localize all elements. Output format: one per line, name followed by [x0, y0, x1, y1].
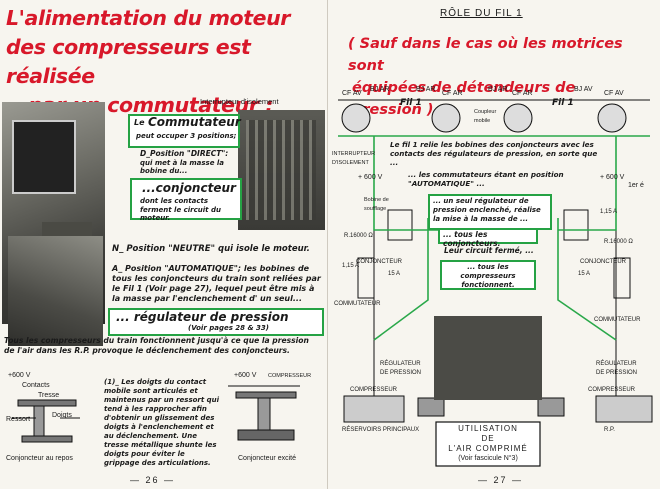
- r16000-left: R.16000 Ω: [344, 233, 373, 239]
- fig-left-600v: +600 V: [8, 372, 31, 379]
- fig-left-contacts: Contacts: [22, 382, 50, 389]
- desc-conjoncteurs: ... tous les conjoncteurs.: [443, 230, 501, 248]
- direct-text: qui met à la masse la bobine du...: [140, 158, 225, 176]
- first-label: 1er é: [628, 182, 644, 189]
- usage-line-3: L'AIR COMPRIMÉ: [448, 444, 528, 453]
- bobine-label: Bobine de soufflage: [364, 197, 389, 212]
- right-page-subtitle: ( Sauf dans le cas où les motrices sont …: [348, 33, 648, 121]
- connector-4: CF AR: [442, 90, 463, 97]
- connector-7: BJ AV: [574, 86, 593, 93]
- fig-right-600v: +600 V: [234, 372, 257, 379]
- note-compresseurs: Tous les compresseurs du train fonctionn…: [4, 336, 309, 355]
- regulateur-ref: (Voir pages 28 & 33): [188, 324, 269, 332]
- interrupteur-photo: [238, 110, 325, 230]
- desc-circuit: Leur circuit fermé, ...: [444, 246, 534, 255]
- compressor-photo: [434, 316, 542, 400]
- connector-3: BJ AR: [416, 86, 436, 93]
- conjoncteur-left: CONJONCTEUR: [356, 259, 402, 265]
- commutateur-text: peut occuper 3 positions;: [136, 132, 237, 140]
- coupleur-label: Coupleur mobile: [474, 109, 497, 124]
- rp-label: R.P.: [604, 427, 615, 433]
- usage-text: UTILISATION DE L'AIR COMPRIMÉ (Voir fasc…: [436, 424, 540, 464]
- direct-label: D_Position "DIRECT":: [140, 149, 229, 158]
- conjoncteur-right: CONJONCTEUR: [580, 259, 626, 265]
- connector-6: CF AR: [512, 90, 533, 97]
- fig-right-caption: Conjoncteur excité: [238, 455, 296, 462]
- desc-regulateur: ... un seul régulateur de pression encle…: [433, 197, 541, 223]
- relay-photo: [8, 236, 103, 346]
- connector-8: CF AV: [604, 90, 624, 97]
- right-page-heading: RÔLE DU FIL 1: [440, 8, 523, 19]
- commutateur-heading: Commutateur: [148, 115, 241, 129]
- desc-compresseurs: ... tous les compresseurs fonctionnent.: [460, 263, 516, 289]
- interrupteur-label: INTERRUPTEUR D'ISOLEMENT: [332, 151, 376, 166]
- fuse-left: 15 A: [388, 271, 401, 277]
- conjoncteur-box: ...conjoncteur dont les contacts ferment…: [130, 178, 242, 222]
- r115-left: 1,15 A: [342, 263, 360, 269]
- r16000-right: R.16000 Ω: [604, 239, 633, 245]
- conjoncteur-text: dont les contacts ferment le circuit du …: [140, 197, 221, 222]
- desc-conjoncteurs-box: ... tous les conjoncteurs.: [438, 228, 538, 248]
- subtitle-line-2: équipées de détendeurs de pression ).: [352, 80, 576, 118]
- conjoncteur-heading: ...conjoncteur: [142, 181, 236, 195]
- conjoncteur-repos-figure: [12, 399, 80, 443]
- fil1-schematic: [338, 99, 653, 467]
- connector-1: CF AV: [342, 90, 362, 97]
- fil1-left-label: Fil 1: [400, 98, 422, 108]
- reservoirs-label: RÉSERVOIRS PRINCIPAUX: [342, 427, 420, 433]
- usage-line-4: (Voir fascicule N°3): [458, 455, 518, 462]
- desc-fil1: Le fil 1 relie les bobines des conjoncte…: [390, 140, 598, 167]
- usage-line-2: DE: [481, 434, 495, 443]
- left-page: L'alimentation du moteur des compresseur…: [0, 0, 328, 489]
- commutateur-left: COMMUTATEUR: [334, 301, 381, 307]
- v600-left: + 600 V: [358, 174, 383, 181]
- commutateur-prefix: Le: [134, 118, 145, 127]
- right-page-number: — 27 —: [478, 475, 524, 485]
- left-page-number: — 26 —: [130, 475, 176, 485]
- compresseur-left: COMPRESSEUR: [350, 387, 398, 393]
- title-line-2: des compresseurs est réalisée: [6, 35, 251, 88]
- compresseur-right: COMPRESSEUR: [588, 387, 636, 393]
- position-neutre: N_ Position "NEUTRE" qui isole le moteur…: [112, 244, 310, 254]
- desc-commutateurs: ... les commutateurs étant en position "…: [408, 170, 564, 188]
- footnote-doigts: (1)_ Les doigts du contact mobile sont a…: [104, 378, 220, 467]
- connector-5: BJ AR: [488, 86, 508, 93]
- fuse-right-2: 15 A: [578, 271, 591, 277]
- fig-right-compresseur: COMPRESSEUR: [268, 373, 312, 379]
- left-figures: [12, 385, 300, 443]
- fig-left-ressort: Ressort: [6, 416, 31, 423]
- connector-2: BJ AR: [370, 86, 390, 93]
- usage-line-1: UTILISATION: [458, 424, 518, 433]
- desc-regulateur-box: ... un seul régulateur de pression encle…: [428, 194, 552, 230]
- subtitle-line-1: ( Sauf dans le cas où les motrices sont: [348, 36, 623, 74]
- fil1-right-label: Fil 1: [552, 98, 574, 108]
- position-direct: D_Position "DIRECT": qui met à la masse …: [140, 149, 236, 176]
- desc-compresseurs-box: ... tous les compresseurs fonctionnent.: [440, 260, 536, 290]
- regulateur-box: ... régulateur de pression (Voir pages 2…: [108, 308, 324, 336]
- regulateur-left: RÉGULATEUR DE PRESSION: [380, 361, 422, 376]
- position-automatique: A_ Position "AUTOMATIQUE"; les bobines d…: [112, 264, 321, 303]
- commutateur-box: Le Commutateur peut occuper 3 positions;: [128, 114, 241, 148]
- usage-box: [435, 421, 541, 467]
- right-page: RÔLE DU FIL 1 ( Sauf dans le cas où les …: [328, 0, 660, 489]
- commutateur-right: COMMUTATEUR: [594, 317, 641, 323]
- conjoncteur-excite-figure: [228, 385, 300, 441]
- title-line-1: L'alimentation du moteur: [6, 6, 291, 30]
- v600-right: + 600 V: [600, 174, 625, 181]
- fig-left-doigts: Doigts: [52, 412, 72, 419]
- fig-left-tresse: Tresse: [38, 392, 60, 399]
- regulateur-right: RÉGULATEUR DE PRESSION: [596, 361, 638, 376]
- fuse-right: 1,15 A: [600, 209, 618, 215]
- fig-left-caption: Conjoncteur au repos: [6, 455, 73, 462]
- regulateur-heading: ... régulateur de pression: [116, 310, 289, 324]
- photo-label-interrupteur: Interrupteur d'isolement: [200, 97, 279, 106]
